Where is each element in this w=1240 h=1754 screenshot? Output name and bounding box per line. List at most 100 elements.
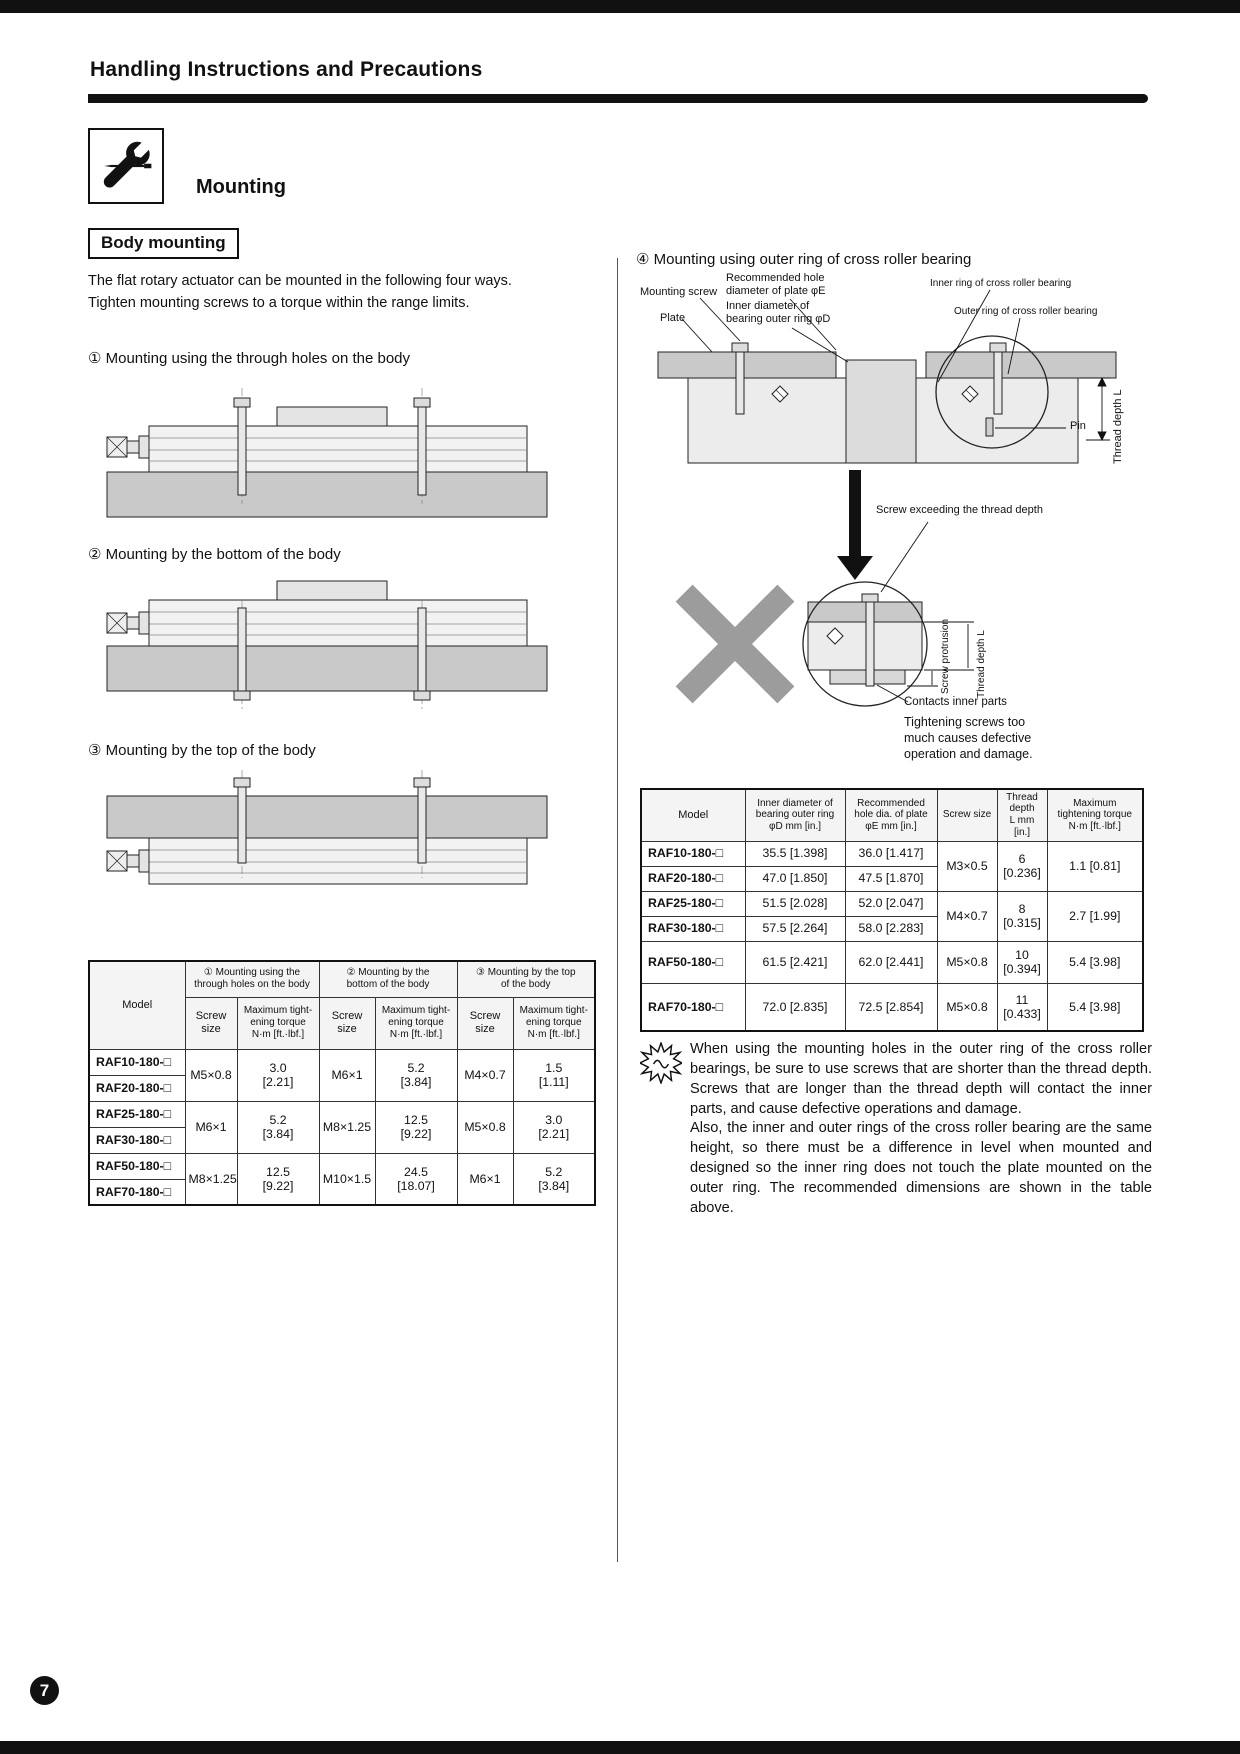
outer-ring-label: Outer ring of cross roller bearing — [954, 306, 1098, 317]
model-cell: RAF10-180-□ — [88, 1048, 186, 1076]
inner-diameter-label: Inner diameter of bearing outer ring φD — [726, 300, 831, 326]
model-header: Model — [640, 788, 746, 842]
model-cell: RAF25-180-□ — [88, 1100, 186, 1128]
inner-diameter-header: Inner diameter of bearing outer ring φD … — [744, 788, 846, 842]
top-rule — [0, 0, 1240, 13]
hole-dia-cell: 72.5 [2.854] — [844, 982, 938, 1032]
bottom-leader-lines — [876, 521, 974, 703]
torque-cell: 1.1 [0.81] — [1046, 840, 1144, 892]
screw-size-cell: M3×0.5 — [936, 840, 998, 892]
hole-dia-cell: 36.0 [1.417] — [844, 840, 938, 867]
mounting-screw-label: Mounting screw — [640, 286, 718, 298]
screw-exceeding-label: Screw exceeding the thread depth — [876, 504, 1043, 516]
mounting-screws — [233, 770, 431, 878]
thread-depth-cell: 8 [0.315] — [996, 890, 1048, 942]
screw-size-cell: M6×1 — [184, 1100, 238, 1154]
hole-dia-cell: 58.0 [2.283] — [844, 915, 938, 942]
table-row: RAF10-180-□ M5×0.8 3.0 [2.21] M6×1 5.2 [… — [88, 1048, 596, 1102]
diagram-cross-roller-bearing: Mounting screw Plate Recommended hole di… — [640, 272, 1150, 772]
torque-cell: 5.4 [3.98] — [1046, 940, 1144, 984]
screw-size-cell: M6×1 — [456, 1152, 514, 1206]
recommended-hole-label: Recommended hole diameter of plate φE — [726, 272, 826, 298]
table-row: RAF20-180-□ 47.0 [1.850] 47.5 [1.870] — [640, 865, 1143, 892]
subsection-title: Body mounting — [88, 228, 239, 259]
note-paragraph-1: When using the mounting holes in the out… — [690, 1041, 1152, 1117]
diagram-4-drawing — [657, 289, 1117, 707]
table-row: RAF25-180-□ 51.5 [2.028] 52.0 [2.047] M4… — [640, 890, 1144, 942]
screw-size-cell: M5×0.8 — [936, 982, 998, 1032]
column-divider — [617, 258, 618, 1562]
torque-cell: 3.0 [2.21] — [236, 1048, 320, 1102]
inner-dia-cell: 47.0 [1.850] — [744, 865, 846, 892]
table-group-header-row: Model ① Mounting using the through holes… — [88, 960, 596, 1050]
inner-dia-cell: 35.5 [1.398] — [744, 840, 846, 867]
shaft-fitting — [106, 435, 150, 459]
actuator-body — [148, 406, 528, 473]
table-row: RAF70-180-□ — [88, 1178, 595, 1206]
note-paragraph-2: Also, the inner and outer rings of the c… — [690, 1120, 1152, 1216]
thread-depth-dimension — [1080, 376, 1110, 442]
diagram-3-drawing — [106, 770, 548, 885]
caution-text: Tightening screws too much causes defect… — [904, 715, 1033, 761]
table-row: RAF50-180-□ 61.5 [2.421] 62.0 [2.441] M5… — [640, 940, 1144, 984]
table-row: RAF25-180-□ M6×1 5.2 [3.84] M8×1.25 12.5… — [88, 1100, 596, 1154]
model-cell: RAF25-180-□ — [640, 890, 746, 917]
model-header: Model — [88, 960, 186, 1050]
table-row: RAF70-180-□ 72.0 [2.835] 72.5 [2.854] M5… — [640, 982, 1144, 1032]
group-header-top: ③ Mounting by the top of the body — [456, 960, 596, 998]
plate-label: Plate — [660, 312, 686, 324]
screw-size-cell: M5×0.8 — [936, 940, 998, 984]
diagram-2-drawing — [106, 580, 548, 710]
group-header-bottom: ② Mounting by the bottom of the body — [318, 960, 458, 998]
pin-label: Pin — [1070, 420, 1086, 432]
screw-protrusion-label: Screw protrusion — [940, 618, 951, 694]
max-torque-header: Maximum tightening torque N·m [ft.·lbf.] — [1046, 788, 1144, 842]
table-row: RAF10-180-□ 35.5 [1.398] 36.0 [1.417] M3… — [640, 840, 1144, 892]
method-3-heading: ③ Mounting by the top of the body — [88, 742, 316, 759]
leader-lines — [681, 289, 1066, 429]
screw-size-cell: M6×1 — [318, 1048, 376, 1102]
bad-example-detail — [802, 581, 928, 707]
pin-part — [985, 417, 994, 437]
method-4-heading: ④ Mounting using outer ring of cross rol… — [636, 251, 972, 268]
mounting-tools-icon — [88, 128, 164, 204]
model-cell: RAF30-180-□ — [640, 915, 746, 942]
screw-size-cell: M5×0.8 — [456, 1100, 514, 1154]
shaft-fitting — [106, 611, 150, 635]
mounting-screws — [233, 388, 431, 504]
header-title-rule — [88, 94, 1148, 103]
torque-cell: 24.5 [18.07] — [374, 1152, 458, 1206]
torque-cell: 12.5 [9.22] — [374, 1100, 458, 1154]
torque-cell: 5.4 [3.98] — [1046, 982, 1144, 1032]
screw-size-cell: M8×1.25 — [184, 1152, 238, 1206]
actuator-body — [148, 837, 528, 885]
screw-size-header: Screw size — [184, 996, 238, 1050]
mounting-torque-table: Model ① Mounting using the through holes… — [88, 960, 596, 1206]
diagram-top-mounting — [92, 766, 562, 931]
table-row: RAF50-180-□ M8×1.25 12.5 [9.22] M10×1.5 … — [88, 1152, 596, 1206]
hole-dia-cell: 62.0 [2.441] — [844, 940, 938, 984]
torque-cell: 2.7 [1.99] — [1046, 890, 1144, 942]
max-torque-header: Maximum tight- ening torque N·m [ft.·lbf… — [374, 996, 458, 1050]
screw-size-header: Screw size — [936, 788, 998, 842]
note-text: When using the mounting holes in the out… — [690, 1040, 1152, 1219]
caution-burst-icon — [638, 1040, 684, 1086]
max-torque-header: Maximum tight- ening torque N·m [ft.·lbf… — [236, 996, 320, 1050]
screw-size-cell: M10×1.5 — [318, 1152, 376, 1206]
thread-depth-header: Thread depth L mm [in.] — [996, 788, 1048, 842]
thread-depth-label-bottom: Thread depth L — [976, 630, 987, 698]
section-title: Mounting — [196, 176, 286, 198]
magnifier-circle — [935, 335, 1049, 449]
base-plate — [106, 645, 548, 692]
down-arrow-icon — [837, 470, 873, 580]
inner-dia-cell: 57.5 [2.264] — [744, 915, 846, 942]
screw-size-cell: M8×1.25 — [318, 1100, 376, 1154]
thread-depth-cell: 10 [0.394] — [996, 940, 1048, 984]
table-row: RAF30-180-□ 57.5 [2.264] 58.0 [2.283] — [640, 915, 1143, 942]
shaft-fitting — [106, 849, 150, 873]
screw-size-header: Screw size — [456, 996, 514, 1050]
mounting-screws — [233, 600, 431, 710]
diagram-through-hole-mounting — [92, 374, 562, 529]
inner-dia-cell: 61.5 [2.421] — [744, 940, 846, 984]
torque-cell: 5.2 [3.84] — [374, 1048, 458, 1102]
